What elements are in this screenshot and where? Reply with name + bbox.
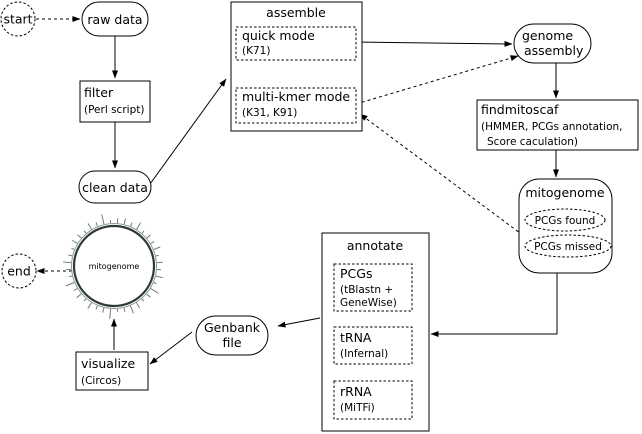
filter-title: filter bbox=[84, 85, 114, 100]
filter-node: filter (Perl script) bbox=[79, 80, 151, 123]
genome-assembly-line1: genome bbox=[522, 28, 573, 43]
circle-tick bbox=[95, 305, 98, 310]
edge-genbank-to-visualize bbox=[149, 331, 193, 365]
circle-tick bbox=[150, 241, 155, 244]
pcgs-missed-node: PCGs missed bbox=[524, 234, 612, 258]
edge-multi-kmer-to-genome-assembly bbox=[355, 55, 519, 105]
circle-tick bbox=[102, 307, 105, 313]
circle-tick bbox=[123, 218, 126, 225]
filter-subtitle: (Perl script) bbox=[84, 104, 144, 116]
quick-mode-subtitle: (K71) bbox=[242, 45, 270, 57]
end-node: end bbox=[1, 253, 37, 289]
pcgs-missed-label: PCGs missed bbox=[534, 241, 602, 253]
genbank-line1: Genbank bbox=[204, 320, 261, 335]
circle-tick bbox=[153, 282, 157, 285]
circle-tick bbox=[63, 261, 72, 264]
circle-tick bbox=[109, 308, 112, 319]
assemble-node: assemble quick mode (K71) multi-kmer mod… bbox=[230, 1, 363, 132]
multi-kmer-subtitle: (K31, K91) bbox=[242, 107, 297, 119]
circle-tick bbox=[71, 247, 75, 250]
circle-tick bbox=[65, 281, 75, 287]
circle-tick bbox=[130, 222, 133, 227]
edge-mitogenome-to-annotate bbox=[430, 273, 558, 337]
start-node: start bbox=[0, 1, 36, 37]
circle-tick bbox=[136, 302, 140, 309]
mitogenome-node: mitogenome PCGs found PCGs missed bbox=[518, 178, 613, 274]
edge-annotate-to-genbank bbox=[277, 317, 321, 328]
genome-assembly-line2: assembly bbox=[524, 43, 584, 58]
circle-tick bbox=[155, 275, 163, 279]
trna-tool-node: tRNA (Infernal) bbox=[333, 326, 413, 365]
findmitoscaf-title: findmitoscaf bbox=[481, 102, 559, 117]
multi-kmer-node: multi-kmer mode (K31, K91) bbox=[235, 87, 357, 124]
quick-mode-title: quick mode bbox=[242, 28, 315, 43]
edge-pcgs-missed-to-multi-kmer bbox=[359, 113, 529, 240]
circle-tick bbox=[146, 293, 151, 298]
clean-data-node: clean data bbox=[78, 170, 152, 204]
annotate-node: annotate PCGs (tBlastn + GeneWise) tRNA … bbox=[321, 232, 430, 432]
visualize-subtitle: (Circos) bbox=[81, 375, 121, 387]
circle-tick bbox=[153, 246, 161, 251]
assemble-title: assemble bbox=[266, 5, 326, 20]
rrna-title: rRNA bbox=[340, 384, 372, 399]
visualize-title: visualize bbox=[81, 356, 135, 371]
quick-mode-node: quick mode (K71) bbox=[235, 26, 357, 61]
edges bbox=[36, 16, 559, 365]
findmitoscaf-subtitle-line2: Score caculation) bbox=[487, 136, 578, 148]
circle-tick bbox=[76, 293, 82, 299]
findmitoscaf-node: findmitoscaf (HMMER, PCGs annotation, Sc… bbox=[476, 99, 639, 151]
circle-tick bbox=[68, 254, 73, 257]
circle-tick bbox=[146, 234, 151, 239]
genbank-file-node: Genbank file bbox=[195, 315, 269, 356]
multi-kmer-title: multi-kmer mode bbox=[242, 89, 350, 104]
edge-clean-data-to-assemble bbox=[149, 78, 227, 185]
pcgs-found-node: PCGs found bbox=[524, 208, 606, 232]
circle-tick bbox=[83, 230, 87, 234]
circle-tick bbox=[69, 275, 73, 278]
circle-tick bbox=[150, 288, 159, 294]
pcgs-tool-node: PCGs (tBlastn + GeneWise) bbox=[333, 263, 413, 312]
raw-data-node: raw data bbox=[81, 1, 149, 37]
circle-tick bbox=[101, 214, 105, 225]
circle-tick bbox=[136, 222, 142, 230]
end-label: end bbox=[7, 264, 31, 279]
rrna-tool-node: rRNA (MiTFi) bbox=[333, 380, 413, 420]
circle-tick bbox=[95, 222, 99, 227]
trna-title: tRNA bbox=[340, 330, 372, 345]
circle-tick bbox=[141, 230, 145, 234]
pcgs-title: PCGs bbox=[340, 266, 372, 281]
mitogenome-title: mitogenome bbox=[525, 185, 605, 200]
mitogenome-circle: mitogenome bbox=[63, 214, 163, 319]
circle-tick bbox=[87, 302, 92, 309]
circle-tick bbox=[129, 305, 134, 314]
pcgs-subtitle-line1: (tBlastn + bbox=[340, 284, 393, 296]
circle-label: mitogenome bbox=[89, 262, 140, 271]
genbank-line2: file bbox=[222, 335, 241, 350]
genome-assembly-node: genome assembly bbox=[513, 23, 592, 64]
circle-tick bbox=[73, 288, 78, 291]
clean-data-label: clean data bbox=[82, 180, 148, 195]
rrna-subtitle: (MiTFi) bbox=[340, 402, 375, 414]
circle-ticks bbox=[63, 214, 163, 319]
circle-tick bbox=[123, 307, 126, 312]
circle-tick bbox=[72, 239, 78, 244]
findmitoscaf-subtitle-line1: (HMMER, PCGs annotation, bbox=[481, 121, 623, 133]
circle-tick bbox=[141, 298, 145, 302]
start-label: start bbox=[3, 12, 32, 27]
pcgs-subtitle-line2: GeneWise) bbox=[340, 297, 397, 309]
pcgs-found-label: PCGs found bbox=[535, 215, 596, 227]
circle-tick bbox=[155, 254, 159, 257]
annotate-title: annotate bbox=[347, 238, 404, 253]
raw-data-label: raw data bbox=[87, 12, 142, 27]
circle-tick bbox=[83, 298, 87, 302]
circle-tick bbox=[77, 234, 82, 239]
trna-subtitle: (Infernal) bbox=[340, 348, 388, 360]
edge-quick-mode-to-genome-assembly bbox=[355, 40, 513, 47]
circle-tick bbox=[87, 223, 92, 230]
visualize-node: visualize (Circos) bbox=[75, 351, 149, 391]
